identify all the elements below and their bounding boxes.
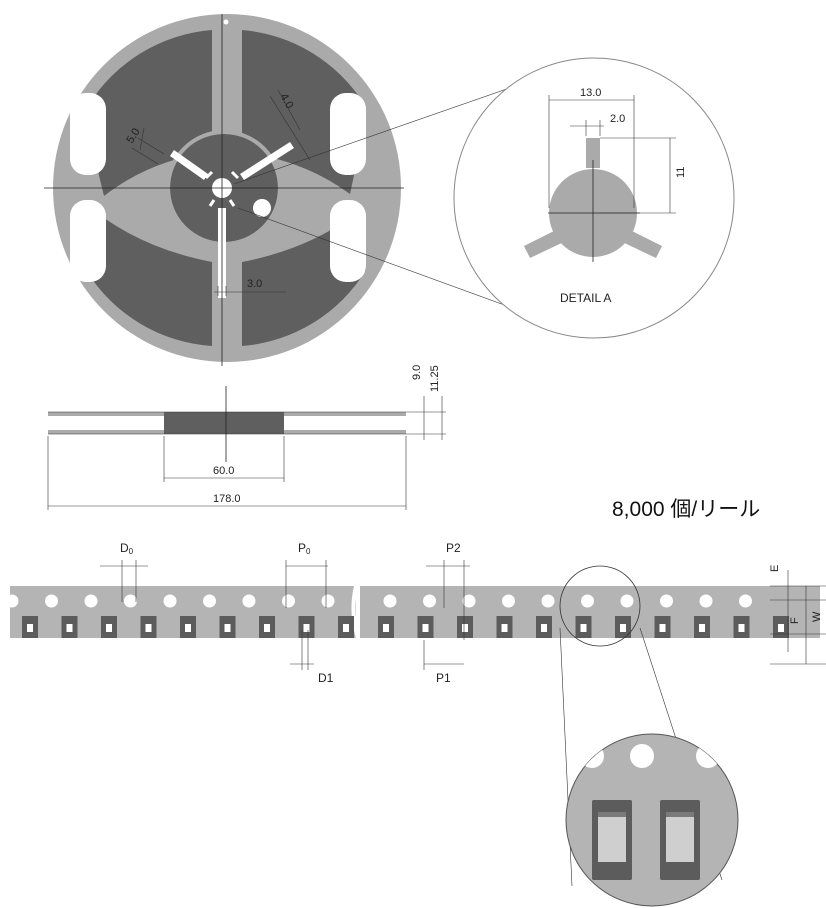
detail-a: 13.0 2.0 11 DETAIL A [453,57,735,339]
sprocket-hole [124,594,137,608]
reel-side-view: 60.0 178.0 9.0 11.25 [47,365,446,510]
reel-diameter-dimension: 178.0 [213,493,241,505]
detail-width-dimension: 13.0 [580,87,601,99]
sprocket-hole [163,594,177,608]
pocket-hole [620,624,626,632]
f-label: F [789,617,801,624]
sprocket-hole [739,594,752,608]
sprocket-hole [5,594,19,608]
sprocket-hole [620,594,634,608]
sprocket-hole [462,594,476,608]
slot-bottom-dimension: 3.0 [247,278,262,290]
pocket-hole [501,624,508,632]
sprocket-hole [541,594,555,608]
hub-drive-hole [253,199,271,217]
reel-front-view: 5.0 4.0 3.0 [44,14,585,366]
pocket-hole [659,624,666,632]
pocket-hole [580,624,587,632]
component-pockets [22,616,789,638]
sprocket-hole [581,594,594,608]
outer-width-dimension: 11.25 [429,365,441,392]
pocket-hole [145,624,152,632]
d0-label: D0 [120,541,134,556]
sprocket-hole [84,594,98,608]
pocket-hole [106,624,112,632]
sprocket-hole [699,594,713,608]
pocket-hole [185,624,191,632]
sprocket-hole [502,594,515,608]
pocket-hole [383,624,389,632]
pocket-hole [422,624,429,632]
detail-dimension-lines [548,95,676,214]
sprocket-hole [321,594,335,608]
sprocket-holes [5,594,752,608]
detail-height-dimension: 11 [675,167,687,178]
pocket-hole [224,624,231,632]
d1-label: D1 [318,671,334,685]
pocket-hole [738,624,745,632]
p1-label: P1 [436,671,451,685]
slot-dimension-lines [131,89,311,296]
flange-cutouts [70,93,366,282]
sprocket-hole [242,594,256,608]
pocket-hole [343,624,349,632]
tape-dimension-lines [100,560,826,670]
e-label: E [769,565,781,572]
side-dimension-lines [47,396,446,510]
carrier-tape: D0 P0 P2 D1 P1 E F W [5,541,826,887]
pocket-hole [699,624,705,632]
pocket-hole [303,624,310,632]
tape-magnified-view [565,733,739,907]
hub-width-dimension: 60.0 [213,465,234,477]
p0-label: P0 [298,541,311,556]
quantity-per-reel: 8,000 個/リール [612,498,760,521]
pocket-hole [462,624,468,632]
pocket-hole [264,624,270,632]
w-label: W [811,611,823,622]
sprocket-hole [45,594,58,608]
inner-width-dimension: 9.0 [411,365,423,380]
pocket-hole [778,624,784,632]
sprocket-hole [423,594,436,608]
p2-label: P2 [446,541,461,555]
sprocket-hole [203,594,216,608]
pocket-hole [27,624,33,632]
pocket-hole [66,624,73,632]
sprocket-hole [383,594,397,608]
pocket-hole [541,624,547,632]
sprocket-hole [660,594,673,608]
detail-key-dimension: 2.0 [610,113,625,125]
sprocket-hole [282,594,295,608]
side-hub [164,412,284,434]
detail-label: DETAIL A [560,291,611,305]
